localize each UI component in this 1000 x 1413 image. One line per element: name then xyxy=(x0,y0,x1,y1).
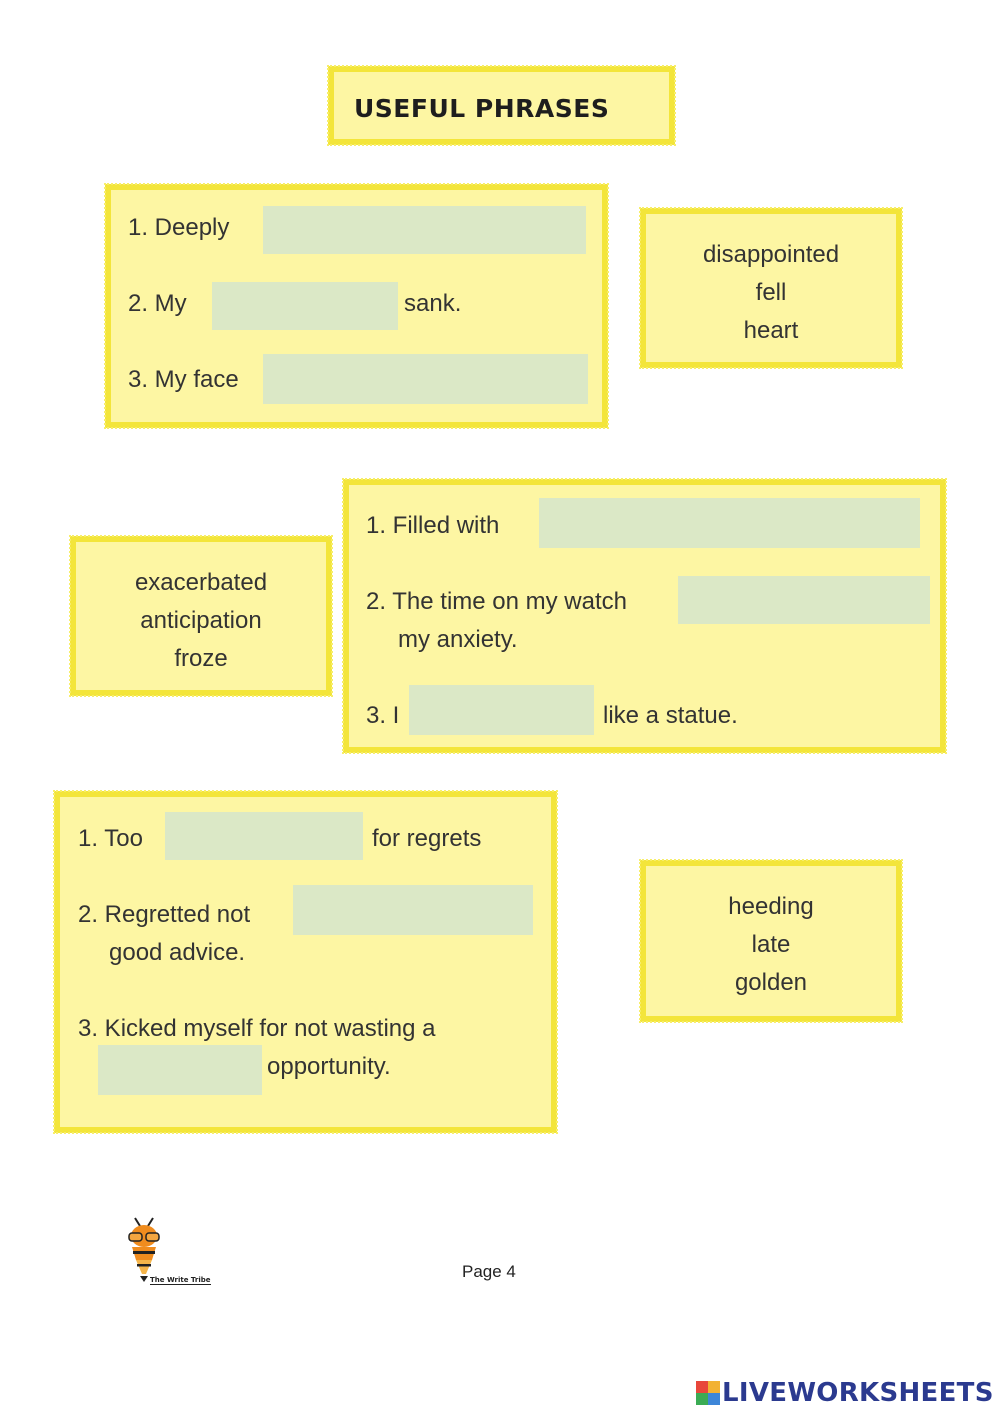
answer-field-3-3[interactable] xyxy=(98,1045,262,1095)
word-bank-item[interactable]: disappointed xyxy=(702,241,840,268)
title-card: USEFUL PHRASES xyxy=(327,65,676,146)
exercise-3-line-1-start: 1. Too xyxy=(78,825,143,852)
exercise-2-line-3-start: 3. I xyxy=(366,702,400,729)
exercise-3-line-2-start: 2. Regretted not xyxy=(78,901,251,928)
exercise-card-2: 1. Filled with 2. The time on my watch m… xyxy=(342,478,947,754)
exercise-2-line-2-start: 2. The time on my watch xyxy=(366,588,627,615)
exercise-1-line-3: 3. My face xyxy=(128,366,239,393)
word-bank-2-list: exacerbated anticipation froze xyxy=(76,564,326,678)
answer-field-2-1[interactable] xyxy=(539,498,920,548)
answer-field-1-1[interactable] xyxy=(263,206,586,254)
word-bank-1-list: disappointed fell heart xyxy=(646,236,896,350)
word-bank-item[interactable]: anticipation xyxy=(140,607,262,634)
answer-field-3-1[interactable] xyxy=(165,812,363,860)
word-bank-item[interactable]: fell xyxy=(755,279,787,306)
word-bank-item[interactable]: heart xyxy=(743,317,799,344)
word-bank-item[interactable]: golden xyxy=(734,969,808,996)
answer-field-1-2[interactable] xyxy=(212,282,398,330)
exercise-3-line-3-start: 3. Kicked myself for not wasting a xyxy=(78,1015,436,1042)
word-bank-item[interactable]: froze xyxy=(174,645,228,672)
exercise-2-line-3-end: like a statue. xyxy=(603,702,738,729)
word-bank-item[interactable]: late xyxy=(751,931,791,958)
write-tribe-logo: The Write Tribe xyxy=(118,1216,228,1296)
exercise-3-line-3-end: opportunity. xyxy=(267,1053,391,1080)
exercise-1-line-2-start: 2. My xyxy=(128,290,187,317)
page-title: USEFUL PHRASES xyxy=(354,94,610,123)
answer-field-3-2[interactable] xyxy=(293,885,533,935)
word-bank-item[interactable]: exacerbated xyxy=(134,569,268,596)
word-bank-2: exacerbated anticipation froze xyxy=(69,535,333,697)
word-bank-item[interactable]: heeding xyxy=(728,893,814,920)
page-number: Page 4 xyxy=(462,1262,516,1281)
word-bank-1: disappointed fell heart xyxy=(639,207,903,369)
logo-caption: The Write Tribe xyxy=(150,1276,211,1285)
word-bank-3: heeding late golden xyxy=(639,859,903,1023)
exercise-2-line-1: 1. Filled with xyxy=(366,512,500,539)
brand-name: LIVEWORKSHEETS xyxy=(722,1378,994,1408)
exercise-3-line-2-end: good advice. xyxy=(109,939,246,966)
answer-field-2-3[interactable] xyxy=(409,685,594,735)
answer-field-2-2[interactable] xyxy=(678,576,930,624)
bee-icon xyxy=(128,1217,160,1282)
exercise-3-line-1-end: for regrets xyxy=(372,825,482,852)
liveworksheets-brand[interactable]: LIVEWORKSHEETS xyxy=(696,1378,994,1408)
exercise-card-3: 1. Too for regrets 2. Regretted not good… xyxy=(53,790,558,1134)
word-bank-3-list: heeding late golden xyxy=(646,888,896,1002)
answer-field-1-3[interactable] xyxy=(263,354,588,404)
exercise-1-line-1: 1. Deeply xyxy=(128,214,230,241)
exercise-card-1: 1. Deeply 2. My sank. 3. My face xyxy=(104,183,609,429)
exercise-2-line-2-end: my anxiety. xyxy=(398,626,518,653)
liveworksheets-icon xyxy=(696,1381,720,1405)
exercise-1-line-2-end: sank. xyxy=(404,290,462,317)
